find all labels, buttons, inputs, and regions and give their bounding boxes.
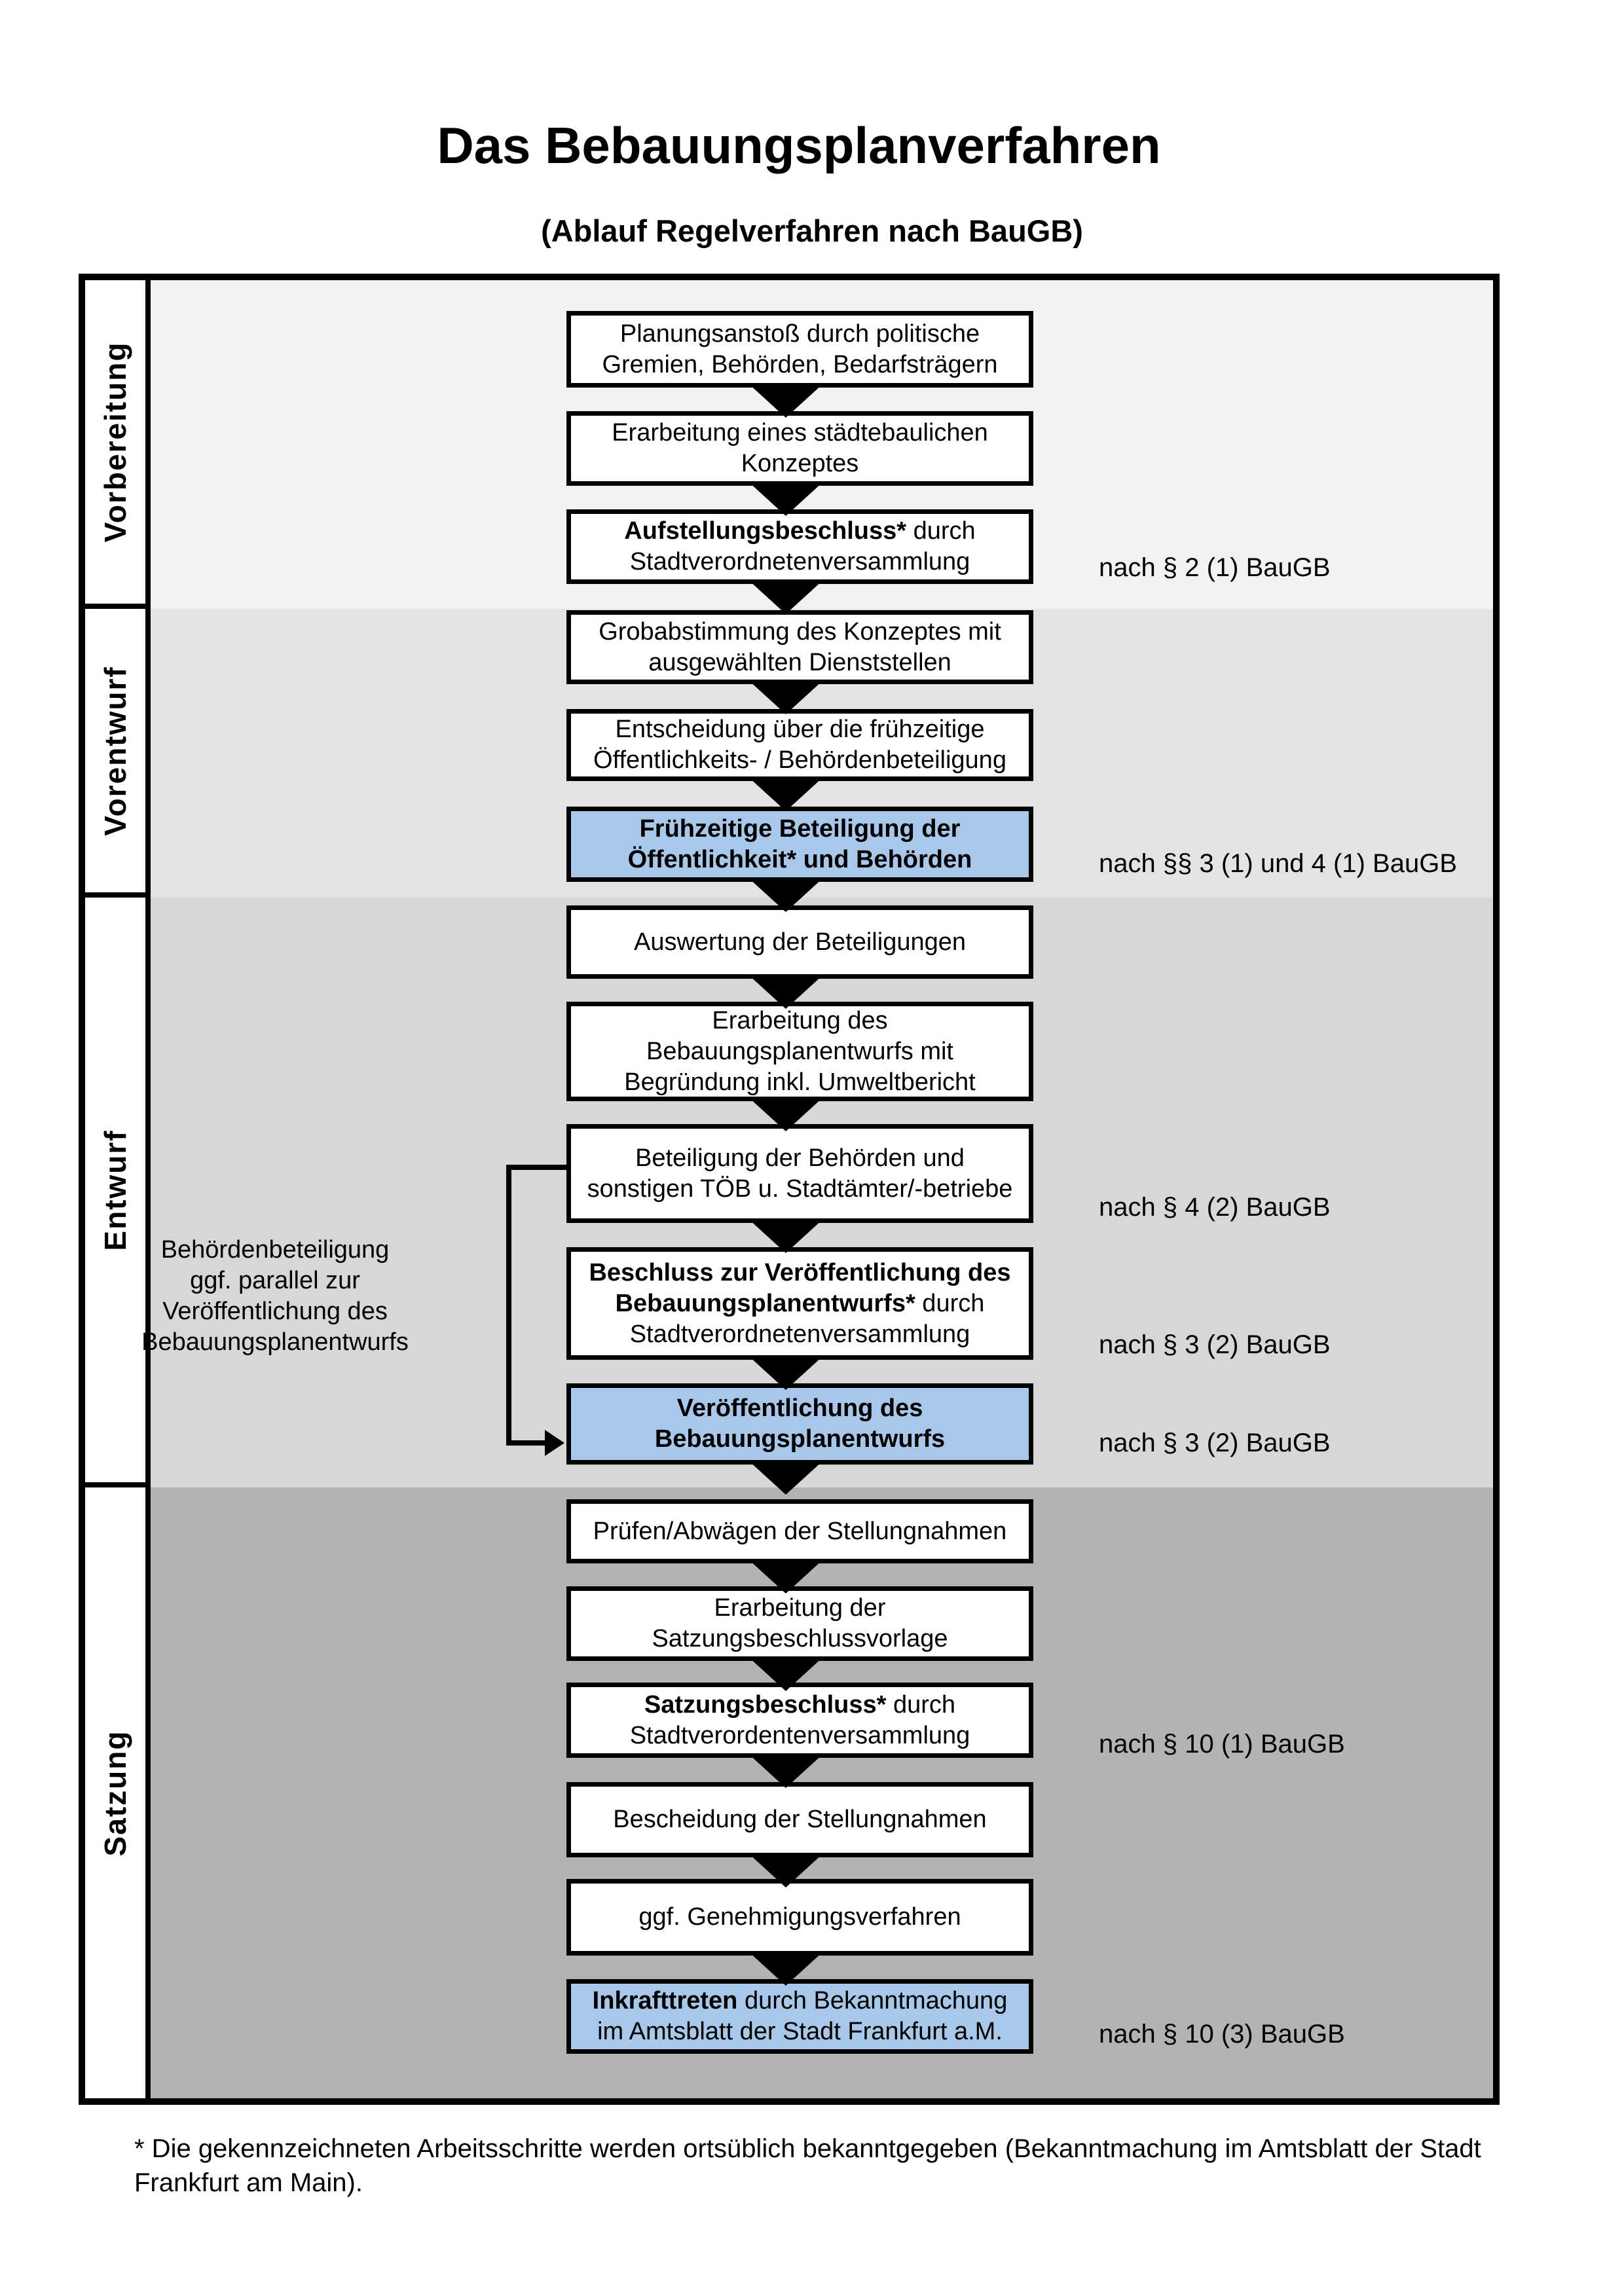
legal-reference: nach § 10 (1) BauGB	[1099, 1730, 1345, 1758]
flow-step: Grobabstimmung des Konzeptes mit ausgewä…	[566, 610, 1033, 684]
step-text: durch Stadtverordnetenversammlung	[629, 1289, 985, 1348]
arrow-down-icon	[748, 1952, 823, 1986]
arrow-down-icon	[748, 482, 823, 516]
step-text: Planungsanstoß durch politische Gremien,…	[602, 319, 998, 378]
legal-reference: nach § 10 (3) BauGB	[1099, 2020, 1345, 2049]
arrow-down-icon	[748, 878, 823, 912]
arrow-down-icon	[748, 777, 823, 811]
step-text: Bescheidung der Stellungnahmen	[613, 1806, 987, 1833]
step-text: Erarbeitung der Satzungsbeschlussvorlage	[652, 1594, 948, 1652]
flow-step: ggf. Genehmigungsverfahren	[566, 1879, 1033, 1956]
legal-reference: nach § 3 (2) BauGB	[1099, 1429, 1331, 1457]
step-text-bold: Beschluss zur Veröffentlichung des Bebau…	[589, 1258, 1011, 1317]
step-text: Erarbeitung des Bebauungsplanentwurfs mi…	[624, 1006, 976, 1096]
step-text: Beteiligung der Behörden und sonstigen T…	[587, 1144, 1013, 1203]
arrow-down-icon	[748, 975, 823, 1009]
phase-label-vorbereitung: Vorbereitung	[85, 280, 151, 609]
arrow-down-icon	[748, 1219, 823, 1253]
arrow-down-icon	[748, 1356, 823, 1390]
elbow-connector	[506, 1165, 566, 1170]
step-text: ggf. Genehmigungsverfahren	[638, 1903, 961, 1931]
elbow-connector	[506, 1440, 549, 1446]
arrow-down-icon	[748, 384, 823, 418]
step-text-bold: Aufstellungsbeschluss*	[624, 517, 907, 545]
arrow-down-icon	[748, 580, 823, 614]
step-text: Grobabstimmung des Konzeptes mit ausgewä…	[599, 617, 1001, 676]
step-text: Prüfen/Abwägen der Stellungnahmen	[593, 1517, 1007, 1545]
page-subtitle: (Ablauf Regelverfahren nach BauGB)	[541, 213, 1083, 248]
flow-step: Bescheidung der Stellungnahmen	[566, 1782, 1033, 1857]
side-note: Behördenbeteiligung ggf. parallel zur Ve…	[141, 1236, 409, 1356]
phase-label-text: Satzung	[98, 1730, 132, 1856]
phase-label-vorentwurf: Vorentwurf	[85, 609, 151, 898]
page-title: Das Bebauungsplanverfahren	[437, 117, 1161, 174]
arrow-down-icon	[748, 680, 823, 714]
elbow-connector	[506, 1165, 511, 1446]
step-text-bold: Satzungsbeschluss*	[644, 1690, 887, 1719]
flow-step: Prüfen/Abwägen der Stellungnahmen	[566, 1499, 1033, 1563]
flow-step: Erarbeitung des Bebauungsplanentwurfs mi…	[566, 1002, 1033, 1101]
arrow-down-icon	[748, 1754, 823, 1788]
step-text: durch Stadtverordentenversammlung	[629, 1690, 970, 1749]
arrow-down-icon	[748, 1657, 823, 1691]
step-text: Entscheidung über die frühzeitige Öffent…	[593, 716, 1006, 774]
step-text: durch Bekanntmachung im Amtsblatt der St…	[597, 1987, 1008, 2045]
step-text-bold: Veröffentlichung des Bebauungsplanentwur…	[654, 1394, 946, 1453]
flow-step-highlighted: Inkrafttreten durch Bekanntmachung im Am…	[566, 1979, 1033, 2054]
flow-step: Auswertung der Beteiligungen	[566, 905, 1033, 979]
flow-step: Satzungsbeschluss* durch Stadtverordente…	[566, 1683, 1033, 1758]
flow-step-highlighted: Frühzeitige Beteiligung der Öffentlichke…	[566, 807, 1033, 882]
flow-step-highlighted: Veröffentlichung des Bebauungsplanentwur…	[566, 1383, 1033, 1465]
phase-label-satzung: Satzung	[85, 1487, 151, 2098]
step-text: Auswertung der Beteiligungen	[633, 928, 966, 956]
flow-step: Erarbeitung der Satzungsbeschlussvorlage	[566, 1586, 1033, 1661]
step-text-bold: Inkrafttreten	[592, 1987, 738, 2014]
legal-reference: nach § 4 (2) BauGB	[1099, 1193, 1331, 1222]
phase-label-text: Vorbereitung	[98, 341, 132, 543]
flow-step: Beschluss zur Veröffentlichung des Bebau…	[566, 1247, 1033, 1360]
arrow-down-icon	[748, 1853, 823, 1887]
phase-label-text: Entwurf	[98, 1129, 132, 1251]
footnote: * Die gekennzeichneten Arbeitsschritte w…	[134, 2134, 1481, 2197]
step-text: durch Stadtverordnetenversammlung	[629, 517, 976, 575]
flow-step: Entscheidung über die frühzeitige Öffent…	[566, 709, 1033, 781]
step-text-bold: Frühzeitige Beteiligung der Öffentlichke…	[627, 814, 972, 873]
arrow-down-icon	[748, 1461, 823, 1495]
flow-step: Planungsanstoß durch politische Gremien,…	[566, 311, 1033, 388]
flow-step: Aufstellungsbeschluss* durch Stadtverord…	[566, 509, 1033, 584]
arrow-down-icon	[748, 1559, 823, 1594]
arrow-down-icon	[748, 1097, 823, 1131]
flow-step: Beteiligung der Behörden und sonstigen T…	[566, 1124, 1033, 1223]
flow-step: Erarbeitung eines städtebaulichen Konzep…	[566, 411, 1033, 486]
phase-label-entwurf: Entwurf	[85, 898, 151, 1487]
arrow-right-icon	[545, 1430, 564, 1456]
step-text: Erarbeitung eines städtebaulichen Konzep…	[612, 419, 988, 477]
legal-reference: nach § 2 (1) BauGB	[1099, 553, 1331, 582]
legal-reference: nach §§ 3 (1) und 4 (1) BauGB	[1099, 849, 1457, 878]
legal-reference: nach § 3 (2) BauGB	[1099, 1330, 1331, 1359]
phase-label-text: Vorentwurf	[98, 665, 132, 836]
